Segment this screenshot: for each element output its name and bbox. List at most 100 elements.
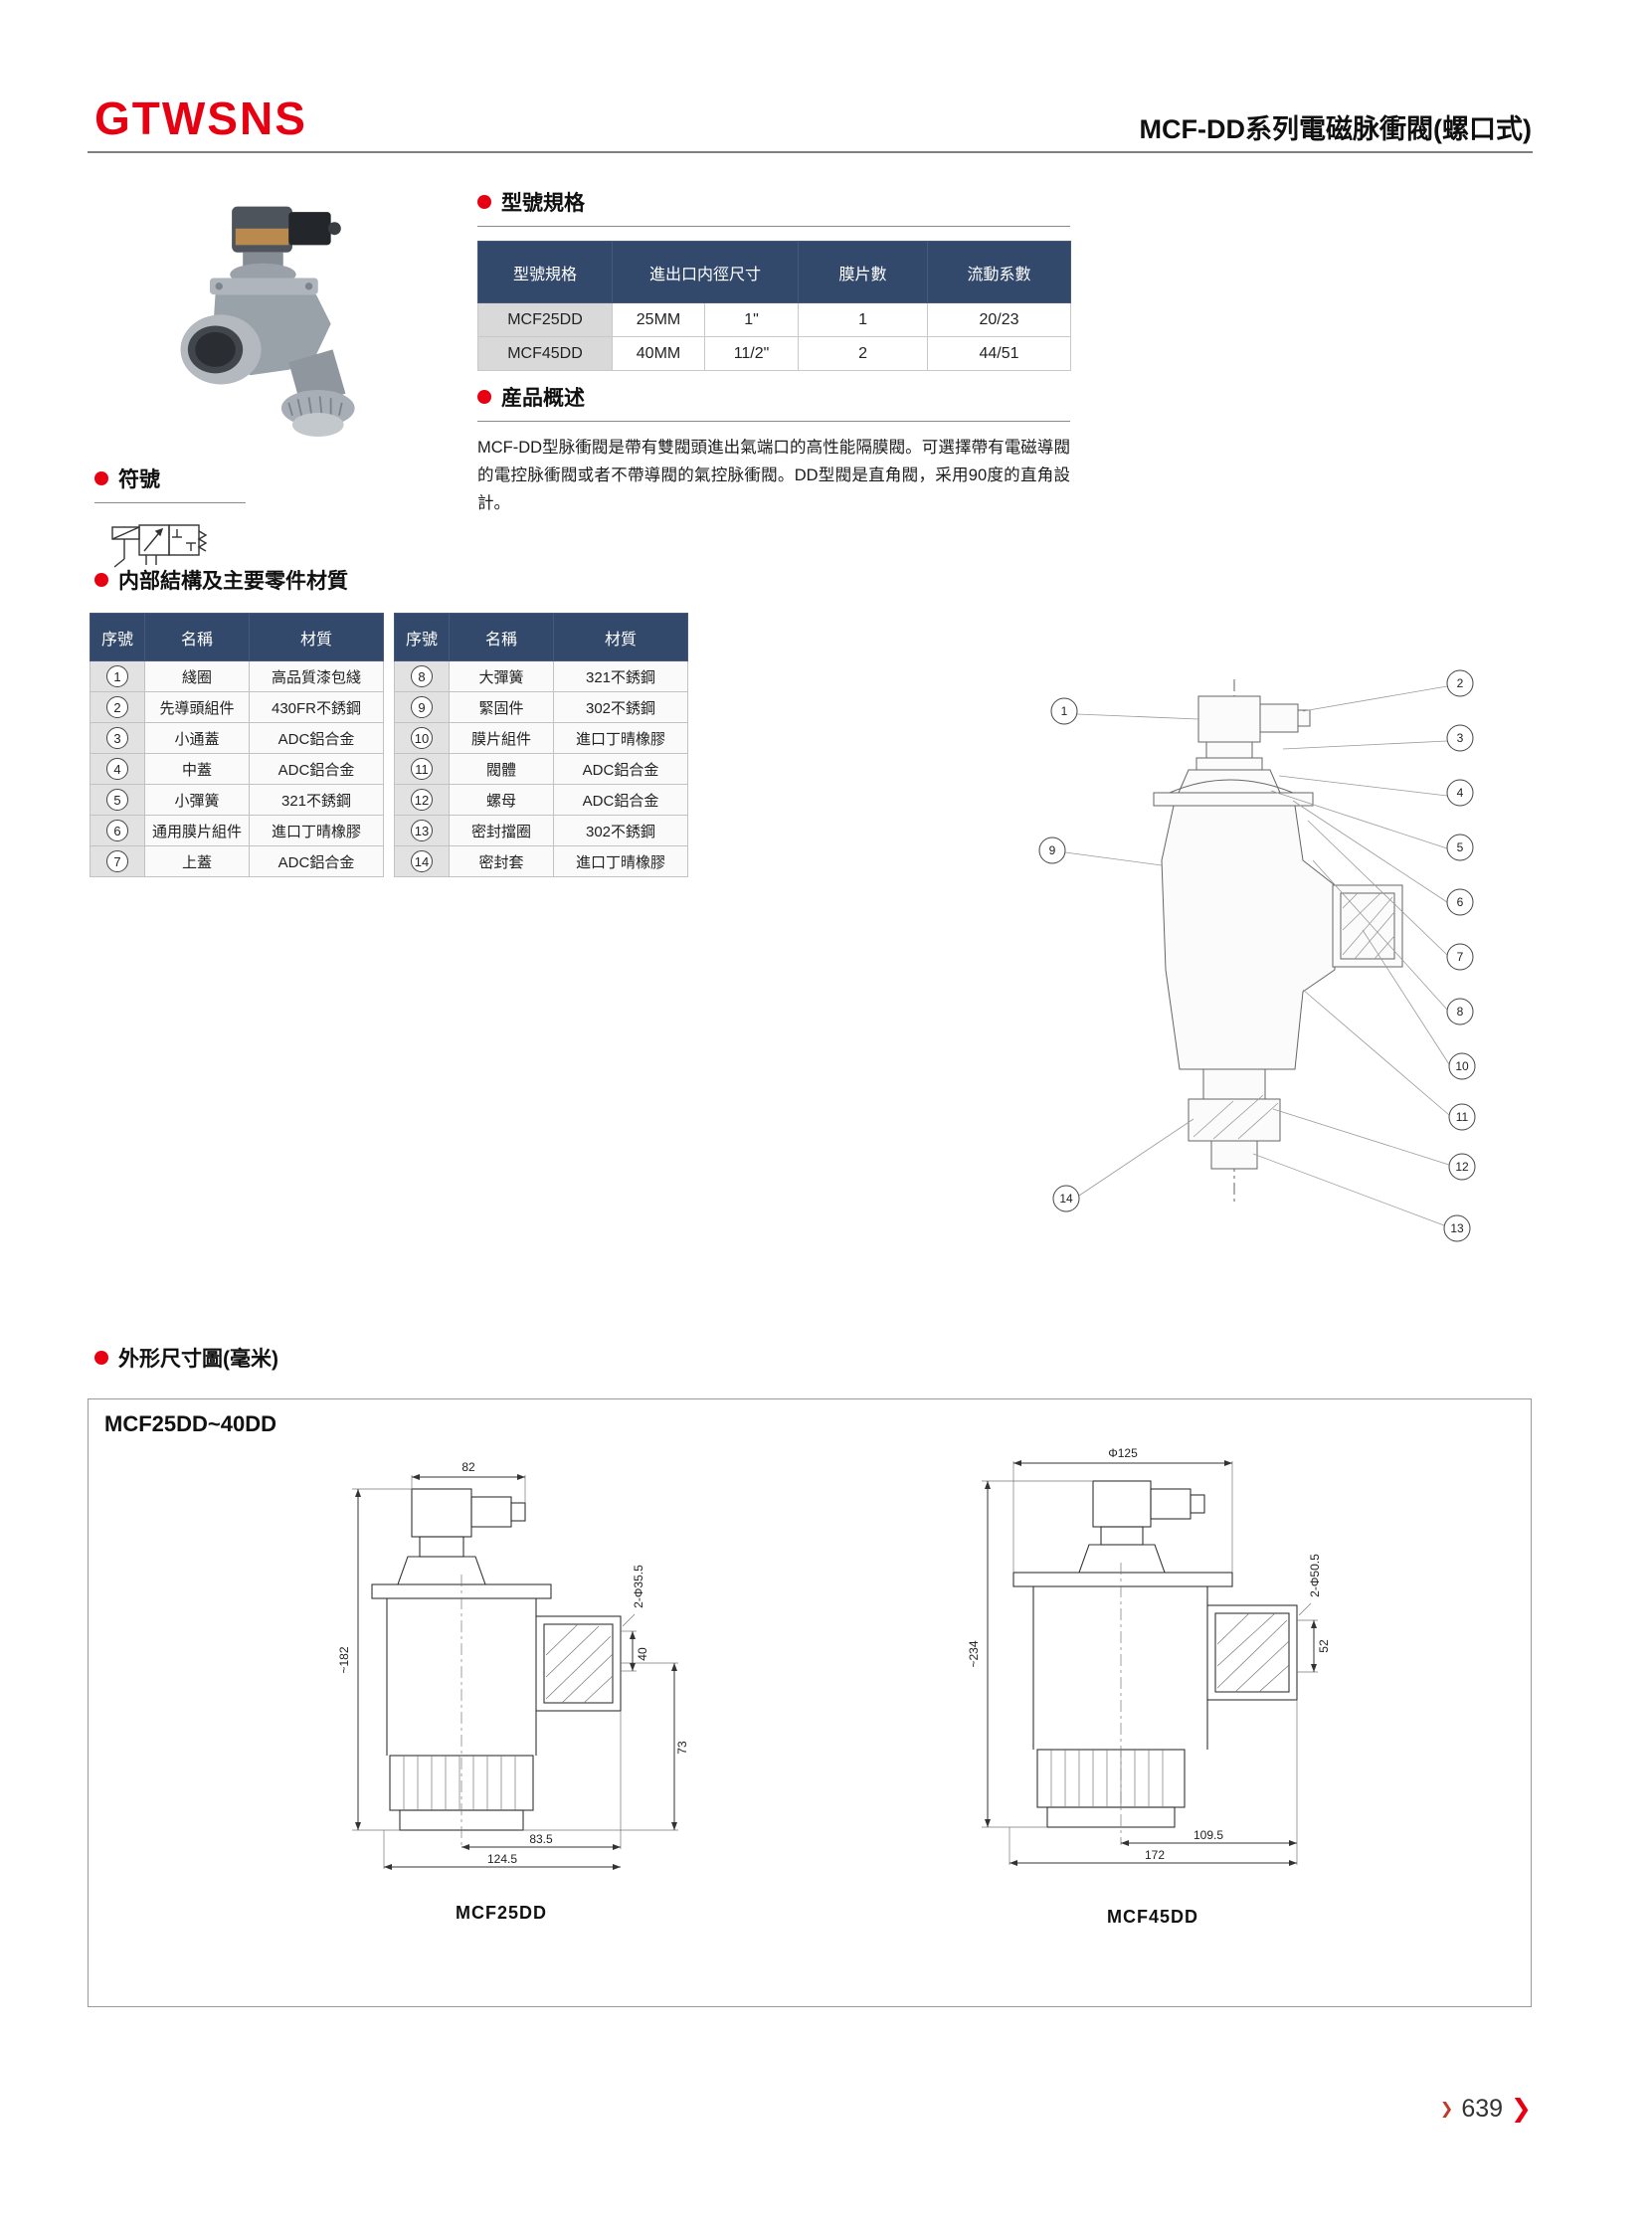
callout-label: 12: [1455, 1160, 1469, 1174]
part-material: 進口丁晴橡膠: [553, 722, 688, 754]
callout-label: 2: [1457, 676, 1464, 690]
part-number: 14: [411, 850, 433, 872]
col-header-no: 序號: [90, 613, 145, 661]
part-name: 小彈簧: [144, 784, 250, 816]
chevron-right-icon: ❯: [1511, 2095, 1532, 2123]
drawing-mcf45dd: Φ125 ~234 2-Φ50.5 52 109.5 172 MCF45DD: [904, 1441, 1401, 1928]
drawing-mcf25dd: 82 ~182 2-Φ35.5 40 73 83.5 124.5 MCF25DD: [292, 1457, 710, 1924]
part-material: ADC鋁合金: [553, 753, 688, 785]
part-name: 中蓋: [144, 753, 250, 785]
callout-label: 14: [1059, 1192, 1073, 1206]
dim-label: 82: [461, 1460, 475, 1474]
dimension-drawing-large: Φ125 ~234 2-Φ50.5 52 109.5 172: [967, 1446, 1331, 1866]
callout-label: 13: [1450, 1221, 1464, 1235]
part-material: 302不銹鋼: [553, 691, 688, 723]
dim-label: 73: [675, 1741, 689, 1755]
part-number: 3: [106, 727, 128, 749]
part-name: 密封擋圈: [449, 815, 554, 846]
cell-flow: 20/23: [927, 302, 1072, 337]
part-material: 進口丁晴橡膠: [249, 815, 384, 846]
col-header-size: 進出口内徑尺寸: [611, 241, 800, 303]
part-number: 5: [106, 789, 128, 811]
part-name: 膜片組件: [449, 722, 554, 754]
callout-label: 5: [1457, 840, 1464, 854]
brand-logo: GTWSNS: [94, 93, 307, 144]
part-material: 進口丁晴橡膠: [553, 845, 688, 877]
chevron-right-icon: ❯: [1439, 2101, 1454, 2118]
page-number-value: 639: [1461, 2094, 1504, 2123]
part-number: 13: [411, 820, 433, 841]
callout-label: 4: [1457, 786, 1464, 800]
spec-row: MCF25DD 25MM 1" 1 20/23: [477, 302, 1072, 337]
part-material: ADC鋁合金: [249, 722, 384, 754]
part-number: 6: [106, 820, 128, 841]
part-name: 綫圈: [144, 660, 250, 692]
dim-label: 52: [1317, 1639, 1331, 1653]
section-title: 符號: [118, 468, 160, 491]
dim-label: 172: [1145, 1848, 1165, 1862]
drawing-caption: MCF45DD: [1106, 1907, 1198, 1927]
col-header-material: 材質: [249, 613, 384, 661]
cell-size-in: 1": [703, 302, 800, 337]
model-range-label: MCF25DD~40DD: [104, 1411, 276, 1436]
bullet-icon: [94, 1351, 108, 1365]
col-header-model: 型號規格: [477, 241, 613, 303]
cell-size-in: 11/2": [703, 336, 800, 371]
col-header-no: 序號: [394, 613, 450, 661]
dim-label: 2-Φ50.5: [1308, 1554, 1322, 1597]
dim-label: 124.5: [487, 1852, 517, 1866]
part-material: 302不銹鋼: [553, 815, 688, 846]
cell-model: MCF25DD: [477, 302, 613, 337]
col-header-name: 名稱: [449, 613, 554, 661]
part-number: 10: [411, 727, 433, 749]
part-number: 7: [106, 850, 128, 872]
callout-label: 1: [1061, 704, 1068, 718]
bullet-icon: [477, 390, 491, 404]
part-name: 小通蓋: [144, 722, 250, 754]
parts-row: 1 綫圈高品質漆包綫: [90, 660, 384, 692]
cell-model: MCF45DD: [477, 336, 613, 371]
parts-header-row: 序號 名稱 材質: [394, 613, 688, 661]
pneumatic-symbol: [111, 524, 208, 568]
parts-row: 6 通用膜片組件進口丁晴橡膠: [90, 815, 384, 846]
part-number: 2: [106, 696, 128, 718]
dim-label: 40: [636, 1647, 649, 1661]
part-number: 1: [106, 665, 128, 687]
part-material: 321不銹鋼: [249, 784, 384, 816]
dim-label: ~234: [967, 1640, 981, 1667]
part-number: 8: [411, 665, 433, 687]
part-number: 11: [411, 758, 433, 780]
part-material: 高品質漆包綫: [249, 660, 384, 692]
section-overview: 産品概述 MCF-DD型脉衝閥是帶有雙閥頭進出氣端口的高性能隔膜閥。可選擇帶有電…: [477, 382, 1070, 517]
part-name: 通用膜片組件: [144, 815, 250, 846]
dimension-box: MCF25DD~40DD: [88, 1398, 1532, 2007]
cell-diaphragms: 1: [798, 302, 929, 337]
part-name: 先導頭組件: [144, 691, 250, 723]
section-header: 外形尺寸圖(毫米): [94, 1343, 278, 1373]
part-material: ADC鋁合金: [553, 784, 688, 816]
section-header: 内部結構及主要零件材質: [94, 565, 348, 595]
overview-text: MCF-DD型脉衝閥是帶有雙閥頭進出氣端口的高性能隔膜閥。可選擇帶有電磁導閥的電…: [477, 439, 1070, 513]
part-name: 螺母: [449, 784, 554, 816]
dim-label: ~182: [337, 1646, 351, 1673]
section-header: 産品概述: [477, 382, 1070, 422]
part-material: ADC鋁合金: [249, 753, 384, 785]
callout-label: 10: [1455, 1059, 1469, 1073]
callout-label: 8: [1457, 1005, 1464, 1019]
part-number: 9: [411, 696, 433, 718]
bullet-icon: [94, 573, 108, 587]
part-material: 321不銹鋼: [553, 660, 688, 692]
parts-row: 10 膜片組件進口丁晴橡膠: [394, 722, 688, 754]
section-model-specs: 型號規格 型號規格 進出口内徑尺寸 膜片數 流動系數 MCF25DD 25MM …: [477, 187, 1072, 371]
